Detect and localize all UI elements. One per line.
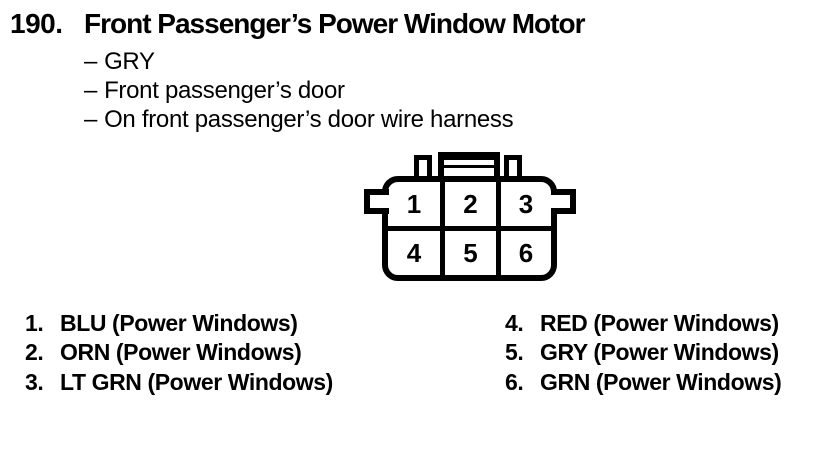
grid-divider-horizontal bbox=[388, 226, 551, 231]
legend-row-4: 4. RED (Power Windows) bbox=[505, 310, 779, 337]
connector-mount-ear-right-icon bbox=[551, 189, 576, 214]
connector-mount-ear-left-icon bbox=[364, 189, 389, 214]
section-number: 190. bbox=[10, 8, 63, 39]
pin-label: LT GRN (Power Windows) bbox=[60, 369, 333, 395]
pin-label: ORN (Power Windows) bbox=[60, 339, 302, 365]
connector-cell-5: 5 bbox=[463, 237, 478, 268]
legend-row-1: 1. BLU (Power Windows) bbox=[25, 310, 298, 337]
legend-row-2: 2. ORN (Power Windows) bbox=[25, 339, 302, 366]
detail-item: –On front passenger’s door wire harness bbox=[84, 105, 514, 134]
pin-number: 3. bbox=[25, 369, 44, 395]
detail-text-harness: On front passenger’s door wire harness bbox=[104, 106, 514, 133]
pin-number: 2. bbox=[25, 339, 44, 365]
connector-cell-4: 4 bbox=[406, 237, 422, 268]
connector-latch-left-icon bbox=[414, 155, 432, 178]
page-title: Front Passenger’s Power Window Motor bbox=[84, 8, 585, 39]
connector-cell-6: 6 bbox=[518, 237, 534, 268]
detail-text-location: Front passenger’s door bbox=[104, 77, 345, 104]
latch-ridge bbox=[444, 165, 494, 168]
pin-number: 1. bbox=[25, 310, 44, 336]
connector-cell-1: 1 bbox=[406, 188, 422, 219]
detail-list: –GRY –Front passenger’s door –On front p… bbox=[84, 47, 514, 134]
connector-latch-center-icon bbox=[438, 152, 500, 178]
detail-text-color: GRY bbox=[104, 48, 155, 75]
dash-bullet: – bbox=[84, 106, 98, 133]
connector-cell-3: 3 bbox=[518, 188, 534, 219]
detail-item: –GRY bbox=[84, 47, 513, 76]
dash-bullet: – bbox=[84, 48, 98, 75]
pin-number: 6. bbox=[505, 369, 524, 395]
pin-label: BLU (Power Windows) bbox=[60, 310, 298, 336]
pin-number: 5. bbox=[505, 339, 524, 365]
detail-item: –Front passenger’s door bbox=[84, 76, 513, 105]
legend-row-6: 6. GRN (Power Windows) bbox=[505, 369, 782, 396]
pin-number: 4. bbox=[505, 310, 524, 336]
legend-row-3: 3. LT GRN (Power Windows) bbox=[25, 369, 333, 396]
pin-label: GRN (Power Windows) bbox=[540, 369, 782, 395]
connector-latch-right-icon bbox=[504, 155, 522, 178]
legend-row-5: 5. GRY (Power Windows) bbox=[505, 339, 779, 366]
connector-cell-2: 2 bbox=[463, 188, 478, 219]
connector-body bbox=[382, 176, 557, 281]
pin-label: RED (Power Windows) bbox=[540, 310, 779, 336]
dash-bullet: – bbox=[84, 77, 98, 104]
pin-label: GRY (Power Windows) bbox=[540, 339, 779, 365]
